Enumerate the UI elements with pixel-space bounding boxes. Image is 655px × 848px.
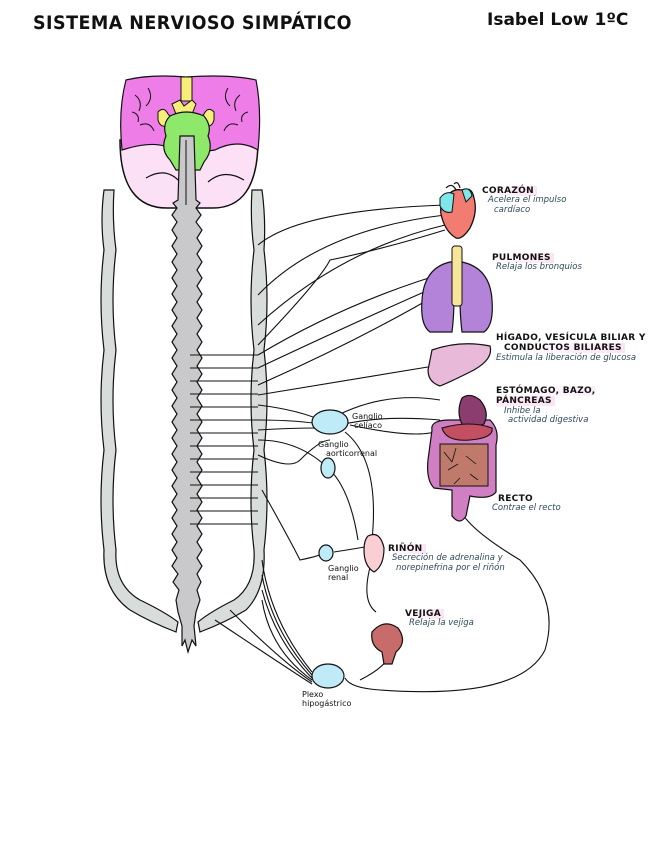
rectum-label: RECTO Contrae el recto xyxy=(492,494,561,514)
cranial-nerve-stalk xyxy=(180,76,193,102)
small-intestine xyxy=(439,443,489,487)
stomach xyxy=(458,394,487,428)
heart xyxy=(439,182,476,239)
sympathetic-nerves xyxy=(214,204,550,693)
bladder-label: VEJIGA Relaja la vejiga xyxy=(405,609,474,629)
digestive-system xyxy=(427,394,498,522)
ganglion-aorticorenal xyxy=(320,457,336,479)
stomach-label: ESTÓMAGO, BAZO, PÁNCREAS Inhibe la activ… xyxy=(496,386,596,426)
kidney xyxy=(363,533,385,573)
ganglion-celiac xyxy=(311,409,349,435)
plexus-hypogastric-label: Plexo hipogástrico xyxy=(302,690,352,709)
liver xyxy=(427,343,492,387)
sympathetic-chain-left xyxy=(100,189,179,633)
heart-label: CORAZÓN Acelera el impulso cardíaco xyxy=(482,186,567,216)
ganglion-aorticorenal-label: Ganglio aorticorrenal xyxy=(318,440,378,459)
ganglion-celiac-label: Ganglio celíaco xyxy=(352,412,383,431)
lungs-label: PULMONES Relaja los bronquios xyxy=(492,253,582,273)
page-title: SISTEMA NERVIOSO SIMPÁTICO xyxy=(33,12,352,34)
rami-communicantes xyxy=(190,354,258,525)
ganglion-renal xyxy=(318,544,334,562)
brain xyxy=(119,75,261,209)
trachea xyxy=(451,245,463,307)
sympathetic-chain-right xyxy=(197,189,268,633)
spinal-cord xyxy=(171,135,203,655)
kidney-label: RIÑÓN Secreción de adrenalina y norepine… xyxy=(388,544,505,574)
plexus-hypogastric xyxy=(311,663,345,689)
author-label: Isabel Low 1ºC xyxy=(487,10,629,30)
lungs xyxy=(421,245,493,333)
liver-label: HÍGADO, VESÍCULA BILIAR Y CONDUCTOS BILI… xyxy=(496,333,646,363)
bladder xyxy=(371,623,404,665)
ganglion-renal-label: Ganglio renal xyxy=(328,564,359,583)
pancreas xyxy=(441,423,493,441)
